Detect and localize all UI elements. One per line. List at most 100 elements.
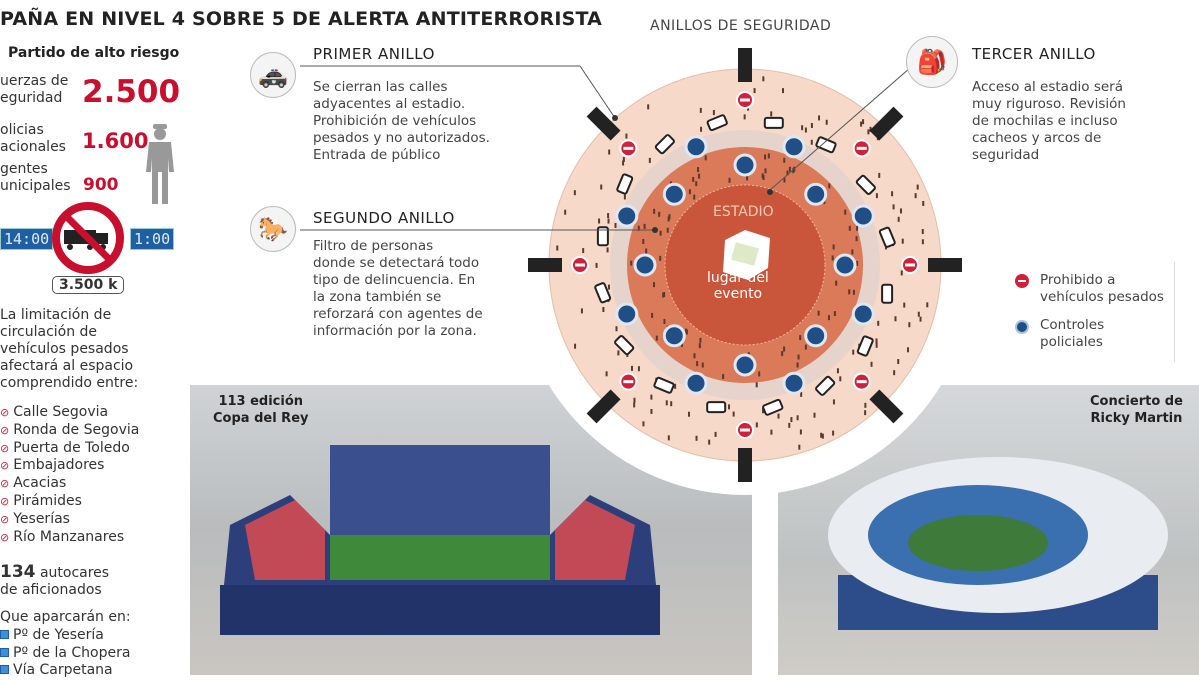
stat-label: oliciasacionales <box>0 122 66 156</box>
person-mark <box>715 432 717 437</box>
list-item: Pº de Yesería <box>0 627 131 645</box>
person-mark <box>756 422 758 427</box>
person-mark <box>790 417 792 422</box>
person-mark <box>700 108 702 113</box>
no-entry-icon: ⊘ <box>0 424 9 437</box>
mounted-police-icon: 🐎 <box>250 206 296 252</box>
person-mark <box>832 255 834 260</box>
person-mark <box>649 158 651 163</box>
police-control-icon <box>664 326 684 346</box>
truck-icon <box>928 258 962 272</box>
person-mark <box>891 191 893 196</box>
page-title: PAÑA EN NIVEL 4 SOBRE 5 DE ALERTA ANTITE… <box>0 8 602 30</box>
police-control-icon <box>686 137 706 157</box>
person-mark <box>758 371 760 376</box>
no-entry-icon: ⊘ <box>0 513 9 526</box>
person-mark <box>832 431 834 436</box>
person-mark <box>856 236 858 241</box>
person-mark <box>729 178 731 183</box>
person-mark <box>926 302 928 307</box>
police-control-icon <box>664 184 684 204</box>
person-mark <box>660 231 662 236</box>
police-officer-icon <box>144 124 176 206</box>
police-car-icon: 🚓 <box>250 52 296 98</box>
person-mark <box>922 229 924 234</box>
person-mark <box>656 336 658 341</box>
person-mark <box>797 363 799 368</box>
person-mark <box>556 246 558 251</box>
person-mark <box>922 201 924 206</box>
person-mark <box>849 226 851 231</box>
police-control-icon <box>617 206 637 226</box>
person-mark <box>797 415 799 420</box>
ring-text-third: Acceso al estadio serámuy riguroso. Revi… <box>972 79 1126 164</box>
list-item: ⊘Acacias <box>0 475 139 493</box>
person-mark <box>633 398 635 403</box>
stat-value-security: 2.500 <box>82 74 180 110</box>
person-mark <box>902 239 904 244</box>
person-mark <box>851 249 853 254</box>
person-mark <box>915 193 917 198</box>
person-mark <box>653 209 655 214</box>
person-mark <box>811 123 813 128</box>
person-mark <box>798 445 800 450</box>
person-mark <box>667 228 669 233</box>
police-control-icon <box>853 304 873 324</box>
person-mark <box>650 409 652 414</box>
list-item: Pº de la Chopera <box>0 645 131 663</box>
person-mark <box>789 167 791 172</box>
no-entry-icon <box>1015 274 1029 288</box>
person-mark <box>903 303 905 308</box>
ring-title-third: TERCER ANILLO <box>972 45 1096 63</box>
person-mark <box>728 404 730 409</box>
person-mark <box>860 122 862 127</box>
police-control-icon <box>806 184 826 204</box>
truck-icon <box>738 448 752 482</box>
list-item: ⊘Yeserías <box>0 511 139 529</box>
person-mark <box>642 239 644 244</box>
person-mark <box>862 119 864 124</box>
no-entry-icon: ⊘ <box>0 531 9 544</box>
list-item: ⊘Pirámides <box>0 493 139 511</box>
person-mark <box>770 111 772 116</box>
police-control-icon <box>784 373 804 393</box>
restriction-text: La limitación decirculación devehículos … <box>0 307 138 392</box>
stat-value-municipal: 900 <box>83 175 119 195</box>
buses-info: 134 autocaresde aficionados <box>0 564 109 599</box>
person-mark <box>600 185 602 190</box>
person-mark <box>659 256 661 261</box>
person-mark <box>864 410 866 415</box>
person-mark <box>778 414 780 419</box>
person-mark <box>658 212 660 217</box>
person-mark <box>713 110 715 115</box>
person-mark <box>692 177 694 182</box>
person-mark <box>917 185 919 190</box>
person-mark <box>800 429 802 434</box>
police-control-icon <box>617 304 637 324</box>
person-mark <box>638 366 640 371</box>
police-control-icon <box>806 326 826 346</box>
streets-list: ⊘Calle Segovia ⊘Ronda de Segovia ⊘Puerta… <box>0 404 139 546</box>
police-control-icon <box>635 255 655 275</box>
person-mark <box>608 285 610 290</box>
no-entry-icon: ⊘ <box>0 406 9 419</box>
no-entry-icon: ⊘ <box>0 442 9 455</box>
person-mark <box>705 155 707 160</box>
person-mark <box>581 308 583 313</box>
person-mark <box>837 368 839 373</box>
person-mark <box>782 88 784 93</box>
person-mark <box>623 157 625 162</box>
parking-icon <box>0 665 9 674</box>
left-panel: Partido de alto riesgo uerzas deeguridad… <box>0 40 190 675</box>
person-mark <box>633 402 635 407</box>
person-mark <box>699 343 701 348</box>
person-mark <box>700 127 702 132</box>
no-trucks-sign-icon <box>50 200 126 276</box>
diagram-heading: ANILLOS DE SEGURIDAD <box>650 18 831 34</box>
person-mark <box>582 248 584 253</box>
person-mark <box>764 168 766 173</box>
person-mark <box>630 261 632 266</box>
person-mark <box>908 322 910 327</box>
person-mark <box>574 190 576 195</box>
person-mark <box>848 289 850 294</box>
